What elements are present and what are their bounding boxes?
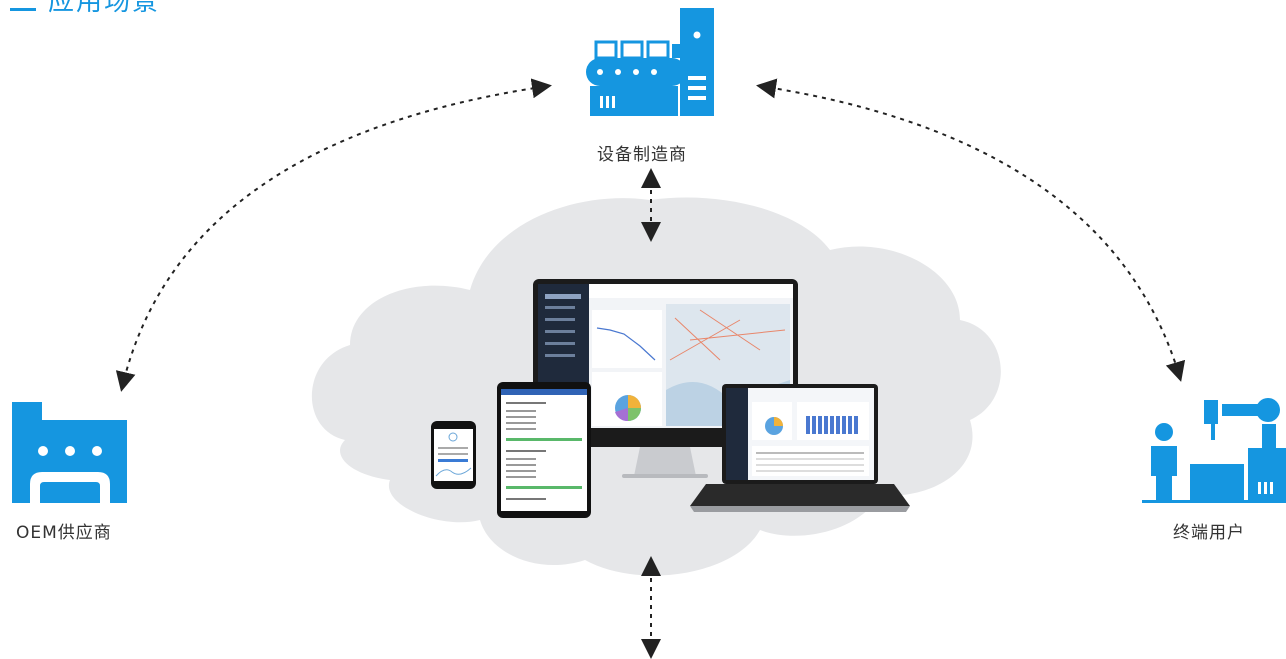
end-user-label: 终端用户 <box>1173 523 1245 543</box>
oem-factory-icon <box>12 402 127 503</box>
arrow-manufacturer-enduser <box>756 78 1186 382</box>
cloud-devices-icon <box>431 279 910 518</box>
arrow-oem-manufacturer <box>115 78 552 392</box>
phone-device <box>431 421 476 489</box>
end-user-robot-icon <box>1142 398 1286 503</box>
title-accent-bar <box>0 0 36 14</box>
tablet-device <box>497 382 591 518</box>
oem-label: OEM供应商 <box>16 523 112 543</box>
page-title: 应用场景 <box>48 0 161 17</box>
factory-machine-icon <box>586 8 714 116</box>
manufacturer-label: 设备制造商 <box>597 145 687 165</box>
laptop-device <box>690 384 910 512</box>
